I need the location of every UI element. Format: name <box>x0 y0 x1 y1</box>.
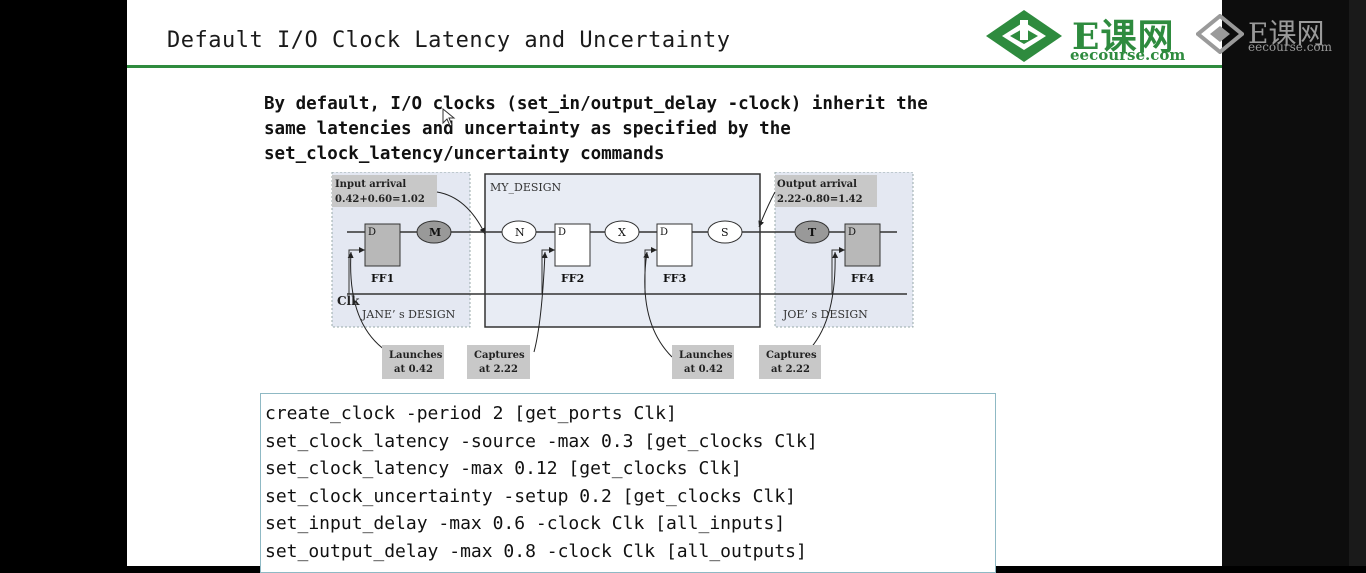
watermark-text: E课网 <box>1248 17 1325 50</box>
logo-text: E课网 <box>1072 16 1175 58</box>
callout-1-line2: at 0.42 <box>394 364 433 375</box>
sdc-code-block: create_clock -period 2 [get_ports Clk] s… <box>260 393 996 573</box>
intro-line: same latencies and uncertainty as specif… <box>264 119 791 139</box>
ff3 <box>656 223 693 267</box>
output-arrival-box <box>775 175 877 207</box>
clk-ff1 <box>348 247 365 294</box>
callout-arrow-3 <box>643 251 673 358</box>
callout-arrow-1 <box>347 251 386 351</box>
callout-3-line1: Launches <box>679 350 733 361</box>
my-design-label: MY_DESIGN <box>490 181 562 194</box>
eecourse-logo: E课网 eecourse.com <box>982 6 1222 64</box>
logo-url: eecourse.com <box>1070 46 1186 64</box>
code-line: set_input_delay -max 0.6 -clock Clk [all… <box>265 513 786 534</box>
clk-ff2 <box>541 247 555 294</box>
callout-4-line1: Captures <box>766 350 817 361</box>
code-line: set_output_delay -max 0.8 -clock Clk [al… <box>265 540 807 562</box>
input-arrival-box <box>332 175 437 207</box>
output-arrival-label: Output arrival <box>777 179 857 190</box>
callout-2-line2: at 2.22 <box>479 364 518 375</box>
node-m-label: M <box>429 226 441 239</box>
node-m <box>416 220 452 244</box>
my-design-box <box>484 173 761 328</box>
ff2 <box>554 223 591 267</box>
io-timing-diagram: MY_DESIGN JANE’ s DESIGN JOE’ s DESIGN I… <box>331 172 914 379</box>
right-panel <box>1222 0 1366 566</box>
ff4 <box>844 223 881 267</box>
watermark-diamond-icon <box>1196 14 1244 54</box>
slide: Default I/O Clock Latency and Uncertaint… <box>127 0 1222 573</box>
joes-design-label: JOE’ s DESIGN <box>782 308 868 321</box>
node-s <box>707 220 743 244</box>
callout-launch-1 <box>382 345 444 379</box>
code-line: set_clock_latency -source -max 0.3 [get_… <box>265 430 818 452</box>
watermark-url: eecourse.com <box>1248 40 1333 54</box>
callout-3-line2: at 0.42 <box>684 364 723 375</box>
callout-launch-2 <box>672 345 734 379</box>
node-n-label: N <box>515 226 525 239</box>
callout-4-line2: at 2.22 <box>771 364 810 375</box>
callout-2-line1: Captures <box>474 350 525 361</box>
callout-1-line1: Launches <box>389 350 443 361</box>
intro-text: By default, I/O clocks (set_in/output_de… <box>264 92 1024 167</box>
callout-arrow-2 <box>533 251 548 353</box>
node-x-label: X <box>618 226 626 239</box>
code-line: create_clock -period 2 [get_ports Clk] <box>265 403 677 424</box>
ff3-label: FF3 <box>663 272 686 285</box>
ff1-d-pin: D <box>368 227 376 238</box>
callout-capture-1 <box>467 345 530 379</box>
node-t-label: T <box>808 226 817 239</box>
node-s-label: S <box>721 226 729 239</box>
output-arrival-value: 2.22-0.80=1.42 <box>777 194 863 205</box>
ff2-d-pin: D <box>558 227 566 238</box>
ff1-label: FF1 <box>371 272 394 285</box>
code-line: set_clock_latency -max 0.12 [get_clocks … <box>265 458 742 479</box>
code-line: set_clock_uncertainty -setup 0.2 [get_cl… <box>265 485 797 507</box>
title-divider <box>127 65 1222 68</box>
diamond-logo-icon <box>986 10 1062 62</box>
node-x <box>604 220 640 244</box>
input-arrival-label: Input arrival <box>335 179 406 190</box>
input-arrival-value: 0.42+0.60=1.02 <box>335 194 425 205</box>
node-n <box>501 220 537 244</box>
clk-ff4 <box>831 247 845 294</box>
ff1 <box>364 223 401 267</box>
ff3-d-pin: D <box>660 227 668 238</box>
output-arrival-arrow <box>758 191 776 228</box>
scrollbar[interactable] <box>1349 0 1366 566</box>
ff2-label: FF2 <box>561 272 584 285</box>
ff4-label: FF4 <box>851 272 875 285</box>
input-arrival-arrow <box>436 191 486 235</box>
intro-line: By default, I/O clocks (set_in/output_de… <box>264 94 928 114</box>
callout-capture-2 <box>759 345 821 379</box>
janes-design-label: JANE’ s DESIGN <box>361 308 456 321</box>
intro-line: set_clock_latency/uncertainty commands <box>264 144 665 164</box>
ff4-d-pin: D <box>848 227 856 238</box>
eecourse-watermark: E课网 eecourse.com <box>1196 12 1346 56</box>
slide-title: Default I/O Clock Latency and Uncertaint… <box>167 28 731 53</box>
clk-label: Clk <box>337 294 360 308</box>
node-t <box>794 220 830 244</box>
mouse-cursor-icon <box>442 108 456 127</box>
